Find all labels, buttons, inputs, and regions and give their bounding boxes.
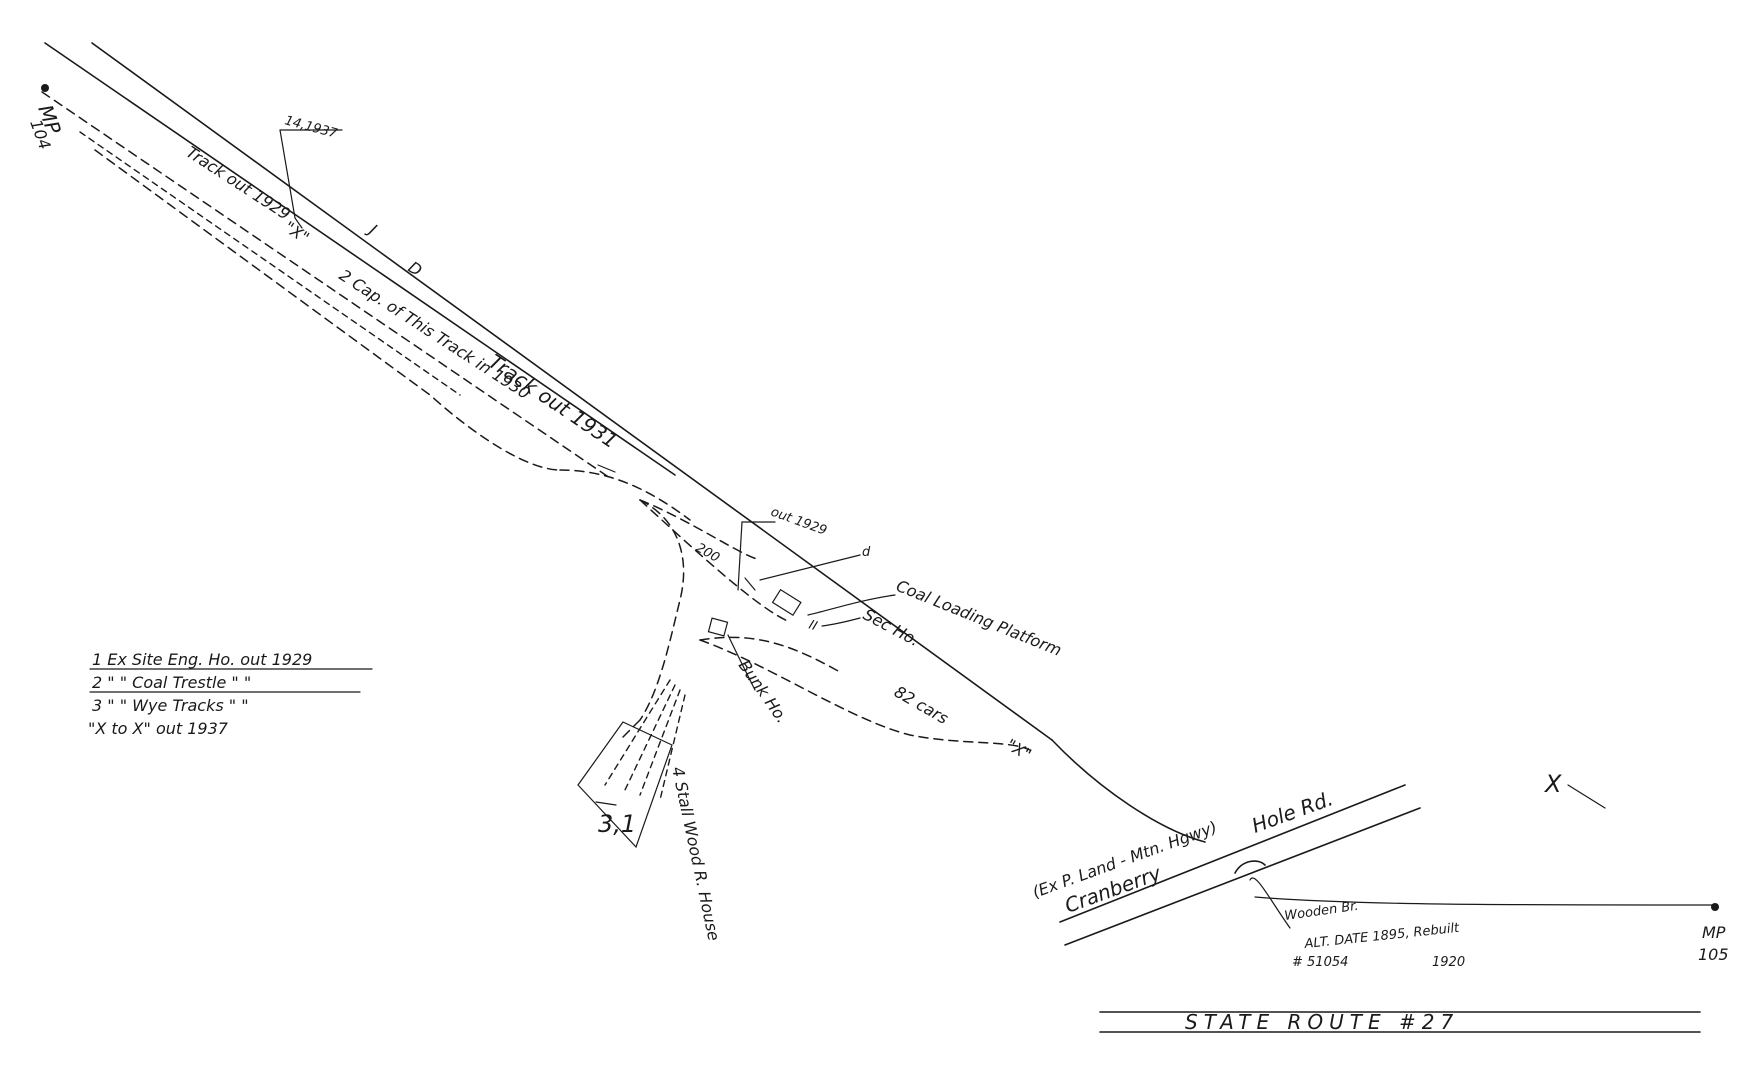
x-end-label: "X" xyxy=(1003,735,1035,764)
roundhouse-stall-lead-b xyxy=(624,684,676,791)
main-track-lower-rail xyxy=(91,42,1053,741)
bridge-rebuilt-year-label: 1920 xyxy=(1432,955,1465,970)
main-track-upper-segment xyxy=(44,42,676,476)
main-track-to-bridge xyxy=(1051,739,1206,843)
bridge-leader xyxy=(1249,877,1291,929)
bridge-arc xyxy=(1234,860,1266,874)
bridge-note: Wooden Br. ALT. DATE 1895, Rebuilt # 510… xyxy=(1283,899,1465,970)
xx-marker-label: "X" xyxy=(281,217,313,247)
bunk-house-label: Bunk Ho. xyxy=(735,656,792,726)
milepost-104-dot xyxy=(41,84,49,92)
date-1937-label: 14,1937 xyxy=(283,113,340,142)
legend-item-1: 1 Ex Site Eng. Ho. out 1929 xyxy=(92,650,312,669)
roundhouse-label: 4 Stall Wood R. House xyxy=(668,765,724,943)
small-d-leader xyxy=(759,554,861,581)
cars-200-label: 200 xyxy=(693,540,722,565)
dashed-track-3 xyxy=(94,149,561,471)
legend-item-3: 3 " " Wye Tracks " " xyxy=(92,696,249,715)
labels: MP 104 MP 105 Track out 1929 "X" J D 14,… xyxy=(26,102,1728,1034)
roads xyxy=(1059,784,1701,1033)
structures xyxy=(707,577,802,637)
out-1929-label: out 1929 xyxy=(769,505,829,539)
wye-track-inner xyxy=(639,499,761,561)
coal-loading-platform-box xyxy=(771,588,802,616)
small-d-label: d xyxy=(862,545,871,560)
jd-end-label: D xyxy=(405,257,426,280)
roundhouse-outline xyxy=(577,721,673,849)
milepost-end-mp: MP xyxy=(1702,923,1726,942)
legend-item-4: "X to X" out 1937 xyxy=(88,719,229,738)
wye-track-right xyxy=(639,499,791,623)
milepost-105-dot xyxy=(1711,903,1719,911)
dashed-track-2 xyxy=(79,131,461,396)
wye-lower-leg xyxy=(699,636,841,673)
track-out-1929-label: Track out 1929 xyxy=(183,142,294,223)
state-route-label: STATE ROUTE #27 xyxy=(1185,1010,1459,1034)
jd-label: J xyxy=(363,219,380,239)
sec-house-label: Sec Ho. xyxy=(860,605,923,650)
coal-platform-leader xyxy=(807,594,896,616)
lower-siding xyxy=(699,639,1031,751)
main-track-after-bridge xyxy=(1254,896,1716,906)
cranberry-road-upper xyxy=(1059,784,1406,923)
abandoned-tracks xyxy=(41,91,1031,801)
bunk-house-box xyxy=(707,617,729,637)
cap-arrow xyxy=(597,464,616,473)
roundhouse-stall-lead-d xyxy=(659,694,686,801)
milepost-end-number: 105 xyxy=(1698,945,1729,964)
coal-loading-platform-label: Coal Loading Platform xyxy=(894,576,1065,660)
bridge-date-label: ALT. DATE 1895, Rebuilt xyxy=(1303,921,1461,952)
roundhouse-stall-lead-c xyxy=(639,689,681,796)
cars-82-label: 82 cars xyxy=(891,682,952,728)
leader-arrows xyxy=(279,129,1606,929)
roundhouse-stall-lead-a xyxy=(604,679,671,786)
numeral-ii-label: II xyxy=(807,618,819,635)
dashed-track-4 xyxy=(559,469,691,521)
out-1929-leader xyxy=(737,521,776,591)
tick-mark xyxy=(744,577,756,591)
track-out-1931-label: Track out 1931 xyxy=(484,349,622,453)
roundhouse xyxy=(577,721,673,849)
legend-item-2: 2 " " Coal Trestle " " xyxy=(92,673,251,692)
cranberry-road-lower xyxy=(1064,807,1421,946)
bunk-ho-leader xyxy=(727,634,756,691)
bridge-type-label: Wooden Br. xyxy=(1283,899,1359,924)
main-line-tracks xyxy=(44,42,1716,906)
wye-left-leg xyxy=(639,499,685,721)
x-marker-arrow xyxy=(1567,784,1606,809)
x-marker-label: X xyxy=(1543,770,1562,798)
legend: 1 Ex Site Eng. Ho. out 1929 2 " " Coal T… xyxy=(88,650,373,738)
sec-ho-leader xyxy=(821,617,861,627)
dashed-track-1 xyxy=(41,91,611,479)
bridge-number-label: # 51054 xyxy=(1292,955,1348,970)
roundhouse-lead-1 xyxy=(619,719,641,741)
roundhouse-numbers-label: 3,1 xyxy=(598,810,636,838)
date-1937-leader xyxy=(279,129,303,229)
roundhouse-stall-mark xyxy=(595,801,617,806)
